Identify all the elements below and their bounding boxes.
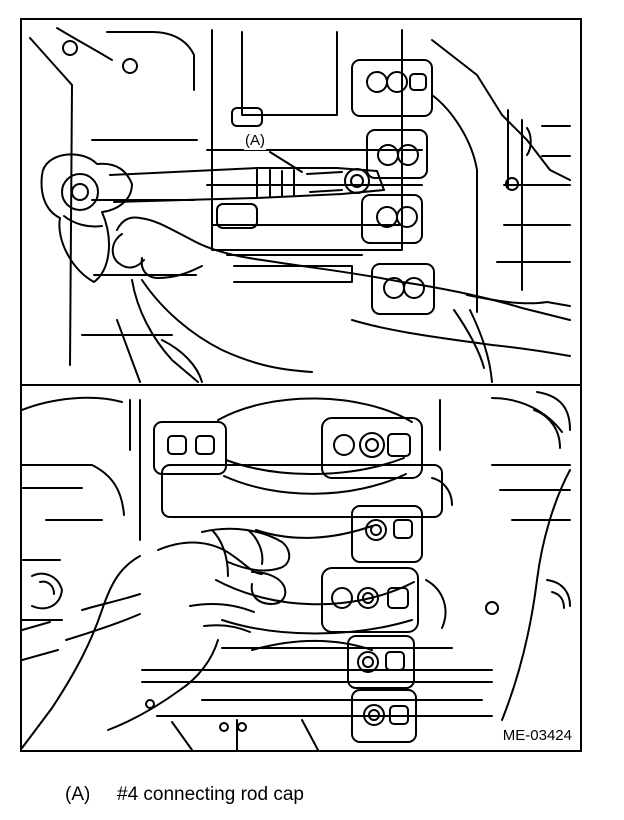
top-rod-caps	[62, 40, 519, 315]
top-hand	[111, 216, 571, 383]
engine-line-drawing	[22, 27, 571, 750]
bottom-rod-caps	[145, 417, 499, 743]
bottom-crankcase-outline	[22, 391, 571, 750]
top-crankcase-outline	[29, 27, 571, 369]
technical-figure: (A) ME-03424	[20, 18, 582, 752]
crank-journals	[215, 397, 453, 651]
panel-divider	[22, 384, 580, 386]
legend-text: #4 connecting rod cap	[117, 784, 304, 805]
bottom-hand-and-cap	[22, 527, 291, 749]
legend: (A) #4 connecting rod cap	[65, 782, 565, 808]
ratchet-wrench	[40, 151, 385, 283]
figure-id: ME-03424	[498, 726, 576, 746]
callout-label: (A)	[244, 132, 266, 150]
legend-key: (A)	[65, 784, 91, 805]
